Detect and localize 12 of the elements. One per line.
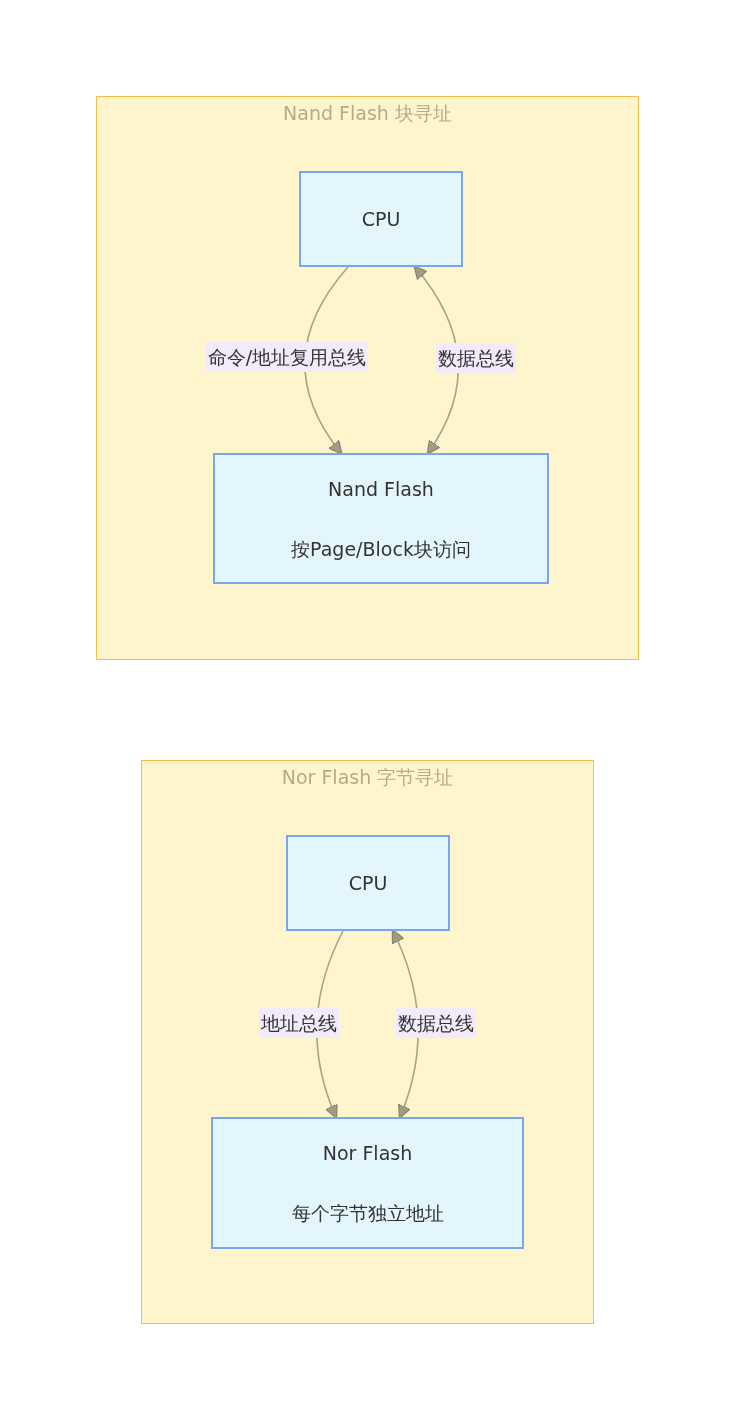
process-box: Nor Flash 每个字节独立地址	[211, 1117, 524, 1249]
edge-label: 命令/地址复用总线	[205, 342, 369, 372]
process-box: CPU	[299, 171, 463, 267]
group-title: Nor Flash 字节寻址	[280, 765, 455, 790]
group-frame	[141, 760, 594, 1324]
edge-label: 地址总线	[259, 1008, 339, 1038]
group-title: Nand Flash 块寻址	[282, 101, 453, 126]
process-box: Nand Flash 按Page/Block块访问	[213, 453, 549, 584]
edge-label: 数据总线	[436, 343, 516, 373]
process-box: CPU	[286, 835, 450, 931]
group-frame	[96, 96, 639, 660]
edge-label: 数据总线	[396, 1008, 476, 1038]
